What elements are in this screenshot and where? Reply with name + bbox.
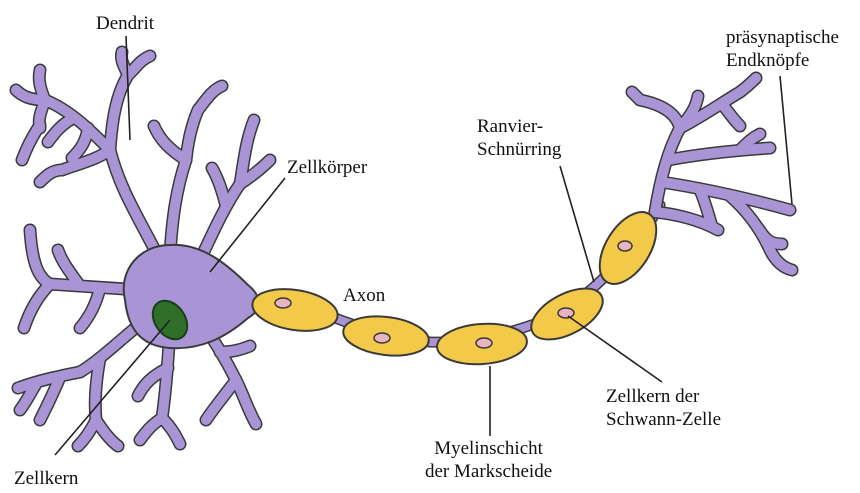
cell-body bbox=[124, 245, 259, 348]
label-zellkoerper: Zellkörper bbox=[287, 156, 367, 179]
schwann-nucleus bbox=[476, 338, 492, 348]
label-ranvier: Ranvier- Schnürring bbox=[477, 115, 561, 161]
schwann-nucleus bbox=[275, 298, 291, 308]
label-dendrit: Dendrit bbox=[96, 12, 154, 35]
schwann-nucleus bbox=[618, 241, 632, 251]
dendrites bbox=[16, 52, 270, 446]
label-zellkern: Zellkern bbox=[14, 467, 78, 490]
label-endknoepfe: präsynaptische Endknöpfe bbox=[726, 26, 839, 72]
schwann-nucleus bbox=[558, 308, 574, 318]
leader-line-endknoepfe bbox=[780, 76, 792, 204]
myelin-segment bbox=[341, 312, 431, 360]
label-axon: Axon bbox=[343, 284, 385, 307]
schwann-nucleus bbox=[374, 333, 390, 343]
myelin-segment bbox=[436, 321, 529, 367]
leader-line-schwann bbox=[568, 316, 662, 382]
label-schwann: Zellkern der Schwann-Zelle bbox=[606, 385, 721, 431]
label-myelin: Myelinschicht der Markscheide bbox=[425, 437, 552, 483]
leader-line-ranvier bbox=[560, 166, 594, 282]
axon-terminal-branches bbox=[632, 78, 792, 270]
myelin-segment bbox=[249, 284, 340, 337]
